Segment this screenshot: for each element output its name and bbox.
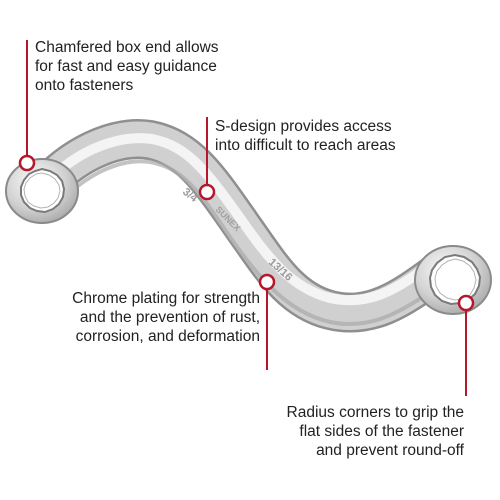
wrench-shank-shadow — [60, 159, 432, 327]
callout-box-end-line-1: Chamfered box end allows — [35, 39, 219, 56]
callout-radius-line-1: Radius corners to grip the — [286, 404, 464, 421]
callout-radius-line-2: flat sides of the fastener — [299, 423, 464, 440]
small-box-end — [5, 158, 79, 224]
wrench-shank-highlight — [55, 133, 433, 306]
callout-box-end-line-3: onto fasteners — [35, 77, 134, 94]
marker-chrome — [258, 273, 276, 291]
callout-s-design-line-1: S-design provides access — [215, 118, 392, 135]
callout-s-design-line-2: into difficult to reach areas — [215, 137, 396, 154]
marker-radius — [457, 294, 475, 312]
callout-chrome: Chrome plating for strength and the prev… — [72, 289, 260, 346]
callout-radius: Radius corners to grip the flat sides of… — [287, 403, 464, 460]
callout-box-end: Chamfered box end allows for fast and ea… — [35, 38, 219, 95]
callout-radius-line-3: and prevent round-off — [316, 442, 464, 459]
large-box-end — [414, 245, 492, 315]
callout-box-end-line-2: for fast and easy guidance — [35, 58, 217, 75]
callout-chrome-line-3: corrosion, and deformation — [75, 328, 260, 345]
marker-s-design — [198, 183, 216, 201]
callout-chrome-line-1: Chrome plating for strength — [72, 290, 260, 307]
callout-chrome-line-2: and the prevention of rust, — [79, 309, 260, 326]
marker-box-end — [18, 154, 36, 172]
callout-s-design: S-design provides access into difficult … — [215, 117, 396, 155]
